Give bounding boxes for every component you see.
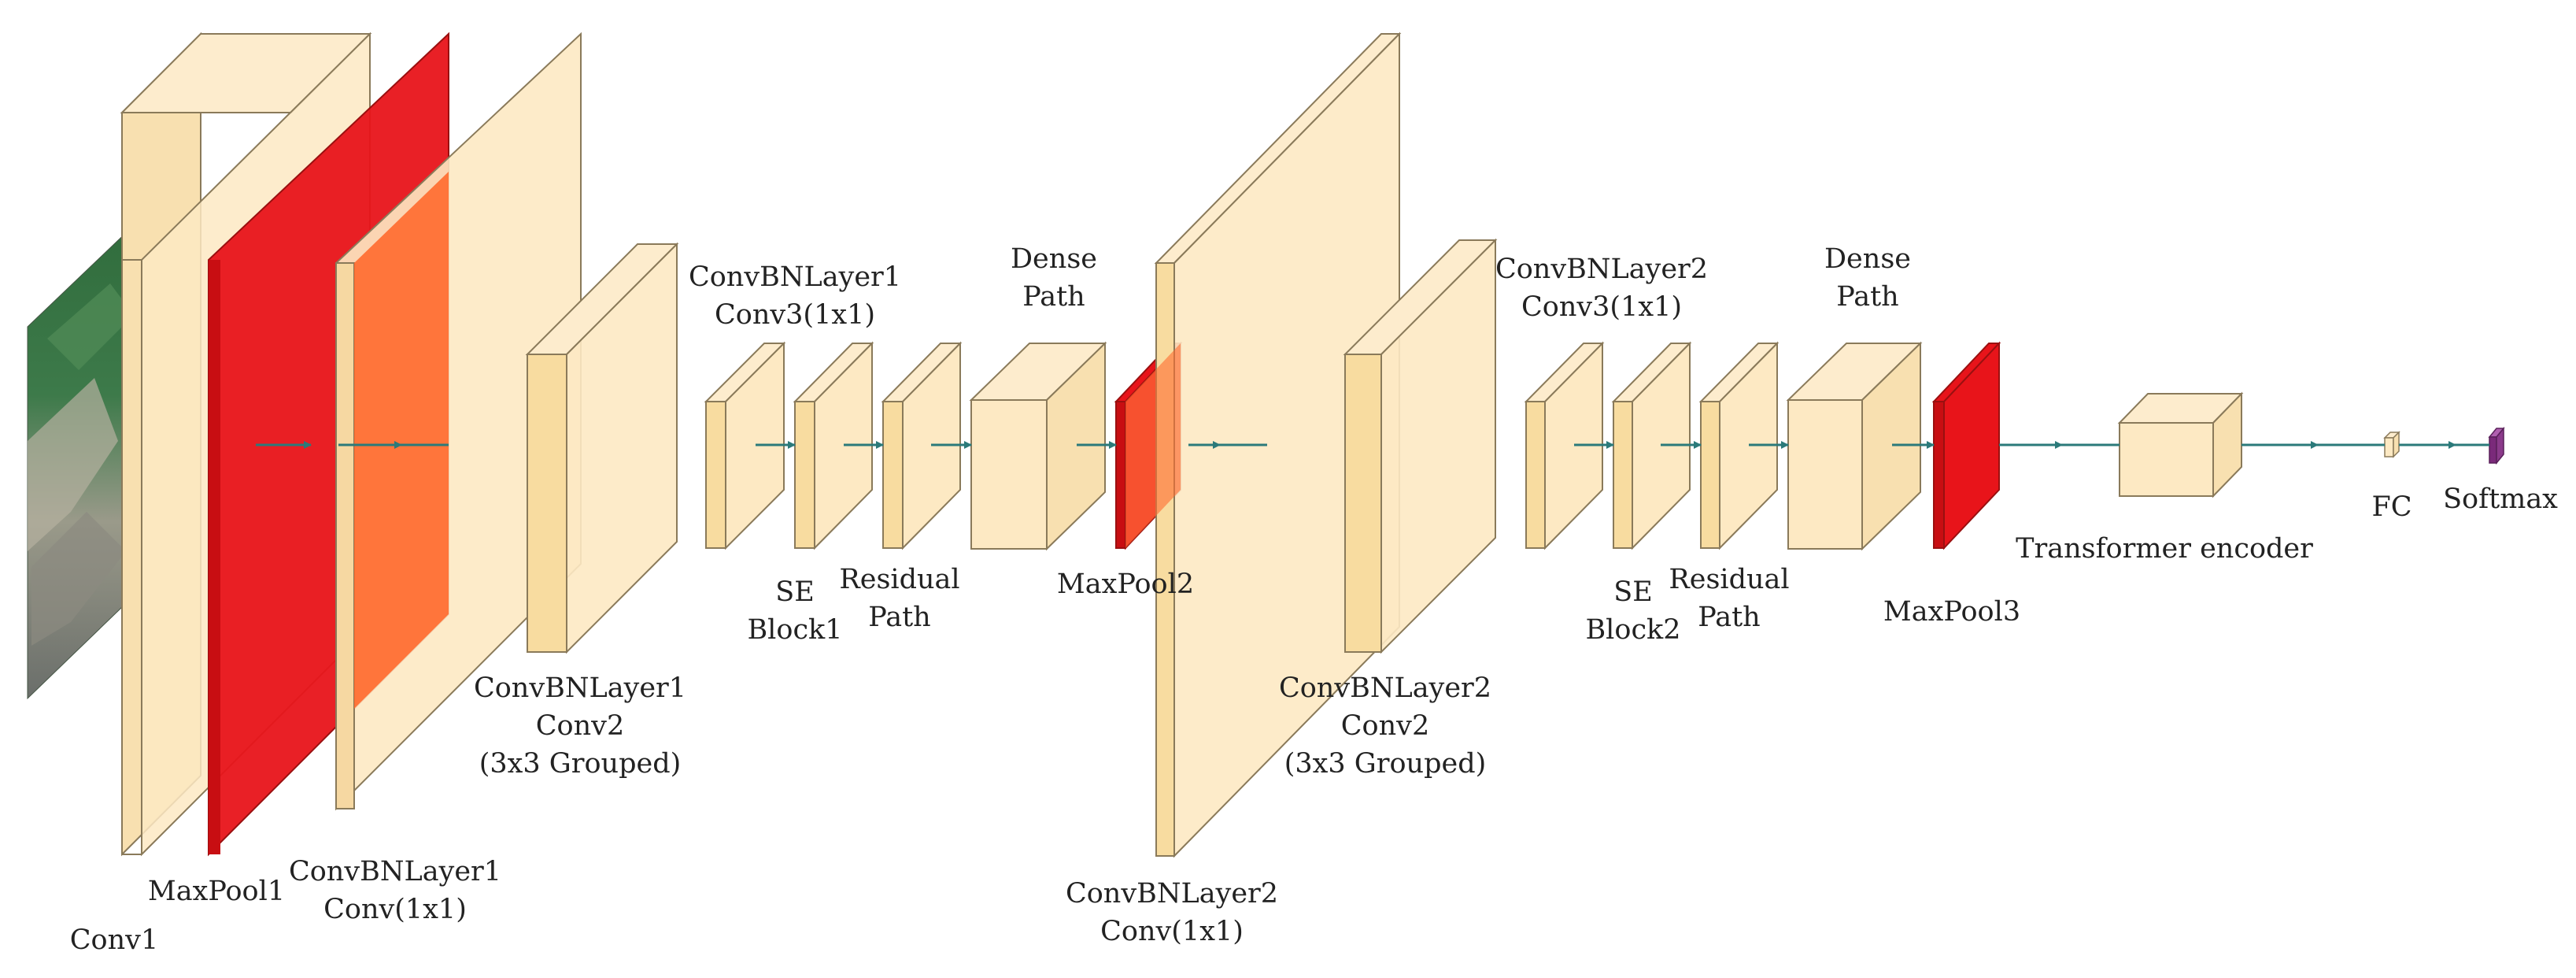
label-transformer: Transformer encoder <box>2016 533 2313 565</box>
residual-path2 <box>1698 341 1780 550</box>
se-block1 <box>793 341 874 550</box>
label-res2-line2: Path <box>1698 602 1760 633</box>
label-dense1-line1: Dense <box>1011 243 1097 275</box>
label-dense1-line2: Path <box>1022 281 1085 313</box>
label-cbl1-conv1x1-name: ConvBNLayer1 <box>289 856 501 887</box>
label-cbl2-conv1x1-name: ConvBNLayer2 <box>1066 878 1278 909</box>
cbl2-conv3-block <box>1524 341 1605 550</box>
label-conv1: Conv1 <box>70 924 158 956</box>
labels: Conv1 MaxPool1 ConvBNLayer1 Conv(1x1) Co… <box>70 243 2558 956</box>
label-se1-line1: SE <box>775 576 815 608</box>
label-dense2-line1: Dense <box>1824 243 1911 275</box>
cbl1-conv3-block <box>704 341 786 550</box>
transformer-encoder-block <box>2117 391 2244 498</box>
softmax-block <box>2488 426 2505 465</box>
label-cbl1-conv2-name: ConvBNLayer1 <box>474 672 686 704</box>
label-res2-line1: Residual <box>1669 564 1789 595</box>
label-maxpool3: MaxPool3 <box>1883 596 2020 628</box>
fc-block <box>2383 431 2400 458</box>
cbl1-conv1x1-block <box>335 31 582 811</box>
label-cbl2-conv2-op: Conv2 <box>1341 710 1429 742</box>
label-cbl1-conv2-op: Conv2 <box>536 710 624 742</box>
cbl1-conv2-block <box>525 242 679 654</box>
dense-path1 <box>969 341 1107 551</box>
label-softmax: Softmax <box>2443 483 2558 515</box>
label-cbl1-conv1x1-op: Conv(1x1) <box>323 894 467 925</box>
label-cbl1-conv3-op: Conv3(1x1) <box>715 299 875 331</box>
label-cbl2-conv1x1-op: Conv(1x1) <box>1100 916 1244 947</box>
label-cbl1-conv2-detail: (3x3 Grouped) <box>479 748 682 780</box>
label-se1-line2: Block1 <box>747 614 842 646</box>
cbl2-conv1x1-block <box>1125 31 1402 858</box>
label-cbl2-conv3-op: Conv3(1x1) <box>1521 291 1682 323</box>
label-res1-line2: Path <box>868 602 930 633</box>
label-cbl2-conv2-name: ConvBNLayer2 <box>1279 672 1491 704</box>
label-cbl2-conv2-detail: (3x3 Grouped) <box>1284 748 1487 780</box>
label-fc: FC <box>2371 491 2412 523</box>
label-res1-line1: Residual <box>839 564 959 595</box>
label-dense2-line2: Path <box>1836 281 1898 313</box>
label-cbl1-conv3-name: ConvBNLayer1 <box>689 261 901 293</box>
label-cbl2-conv3-name: ConvBNLayer2 <box>1495 254 1708 285</box>
label-maxpool1: MaxPool1 <box>148 876 285 907</box>
label-se2-line2: Block2 <box>1585 614 1680 646</box>
dense-path2 <box>1786 341 1923 551</box>
label-maxpool2: MaxPool2 <box>1057 569 1194 600</box>
maxpool3-block <box>1931 341 2001 550</box>
cbl2-conv2-block <box>1343 238 1498 654</box>
label-se2-line1: SE <box>1613 576 1653 608</box>
